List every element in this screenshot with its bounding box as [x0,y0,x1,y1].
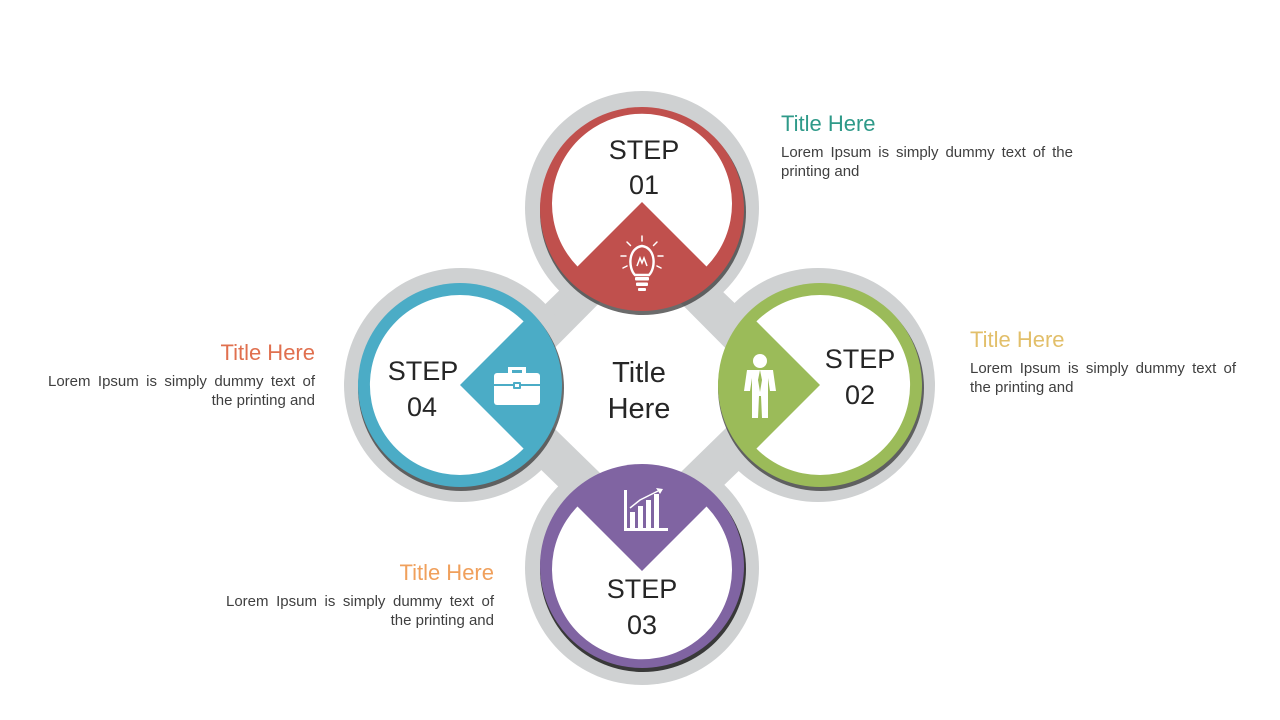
callout-step-04: Title Here Lorem Ipsum is simply dummy t… [48,340,315,410]
step-02-label: STEP [825,344,896,374]
step-04-inner [369,294,524,475]
callout-step-03-description: Lorem Ipsum is simply dummy text of the … [226,593,494,629]
callout-step-04-title: Title Here [220,340,315,365]
callout-step-04-description: Lorem Ipsum is simply dummy text of the … [48,373,315,409]
step-03: STEP 03 [540,464,746,672]
callout-step-03: Title Here Lorem Ipsum is simply dummy t… [226,560,494,630]
briefcase-icon [494,367,540,405]
step-04: STEP 04 [358,283,564,491]
step-03-number: 03 [627,610,657,640]
callout-step-01: Title Here Lorem Ipsum is simply dummy t… [781,111,1073,181]
step-02-inner [756,295,911,475]
step-04-number: 04 [407,392,437,422]
center-area [514,262,766,512]
bar-chart-icon [624,488,668,531]
callout-step-01-description: Lorem Ipsum is simply dummy text of the … [781,144,1073,180]
callout-step-03-title: Title Here [399,560,494,585]
step-04-label: STEP [388,356,459,386]
step-01-label: STEP [609,135,680,165]
step-01-inner [552,113,732,267]
step-02: STEP 02 [718,283,924,491]
step-01: STEP 01 [540,107,746,315]
lightbulb-icon [620,235,664,291]
callout-step-01-title: Title Here [781,111,876,136]
step-02-number: 02 [845,380,875,410]
step-03-label: STEP [607,574,678,604]
center-title-line2: Here [608,393,671,425]
center-title-line1: Title [612,357,666,389]
step-01-number: 01 [629,170,659,200]
callout-step-02-description: Lorem Ipsum is simply dummy text of the … [970,360,1236,396]
step-03-inner [552,506,733,660]
businessman-icon [744,354,776,418]
callout-step-02-title: Title Here [970,327,1065,352]
callout-step-02: Title Here Lorem Ipsum is simply dummy t… [970,327,1236,397]
